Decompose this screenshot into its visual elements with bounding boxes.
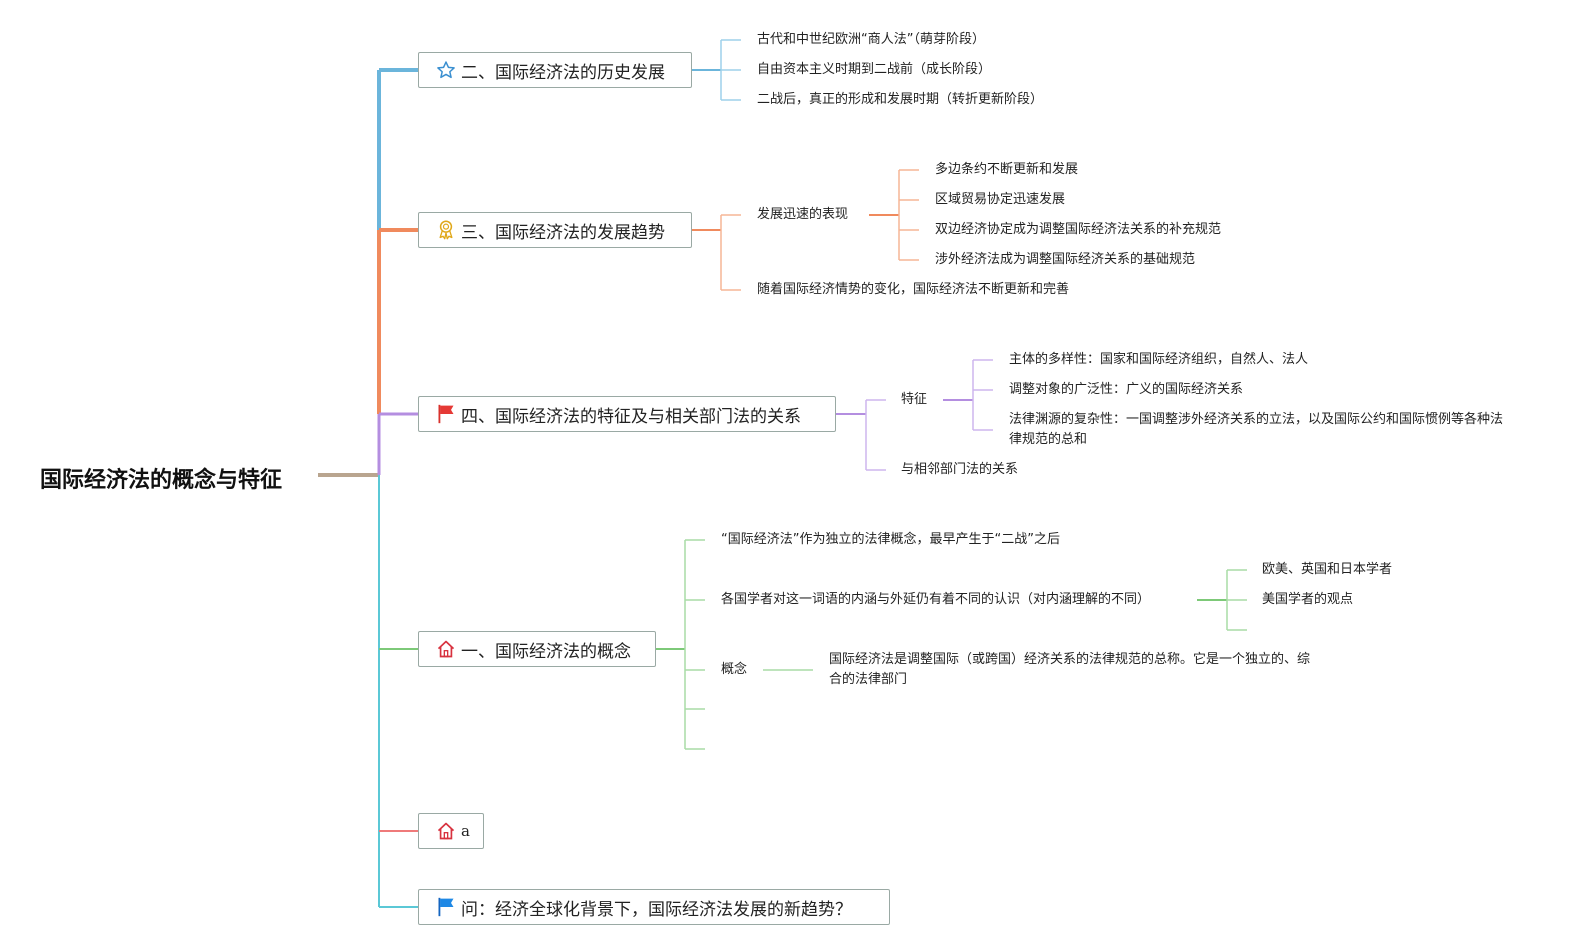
trend-sub-child-4[interactable]: 涉外经济法成为调整国际经济关系的基础规范 <box>935 252 1196 267</box>
topic-trend[interactable]: 三、国际经济法的发展趋势 <box>418 212 692 248</box>
feature-child-2[interactable]: 与相邻部门法的关系 <box>901 462 1019 477</box>
feature-sub-child-2[interactable]: 调整对象的广泛性：广义的国际经济关系 <box>1009 382 1244 397</box>
trend-sub-child-3[interactable]: 双边经济协定成为调整国际经济法关系的补充规范 <box>935 222 1222 237</box>
house-icon <box>435 638 457 660</box>
trend-sub-child-1[interactable]: 多边条约不断更新和发展 <box>935 162 1079 177</box>
concept-child-2[interactable]: 各国学者对这一词语的内涵与外延仍有着不同的认识（对内涵理解的不同） <box>721 592 1151 607</box>
trend-bracket <box>691 169 919 291</box>
topic-feature-label: 四、国际经济法的特征及与相关部门法的关系 <box>461 406 801 427</box>
topic-concept[interactable]: 一、国际经济法的概念 <box>418 631 656 667</box>
feature-sub-child-1[interactable]: 主体的多样性：国家和国际经济组织，自然人、法人 <box>1009 352 1309 367</box>
concept-child-1[interactable]: “国际经济法”作为独立的法律概念，最早产生于“二战”之后 <box>721 532 1060 547</box>
topic-concept-label: 一、国际经济法的概念 <box>461 641 631 662</box>
topic-history[interactable]: 二、国际经济法的历史发展 <box>418 52 692 88</box>
history-child-1[interactable]: 古代和中世纪欧洲“商人法”（萌芽阶段） <box>757 32 985 47</box>
concept-child-2-sub-2[interactable]: 美国学者的观点 <box>1262 592 1354 607</box>
topic-a-label: a <box>461 822 470 840</box>
history-bracket <box>691 39 741 101</box>
ribbon-icon <box>435 219 457 241</box>
trend-sub-child-2[interactable]: 区域贸易协定迅速发展 <box>935 192 1066 207</box>
flag-red-icon <box>435 403 457 425</box>
topic-question[interactable]: 问：经济全球化背景下，国际经济法发展的新趋势？ <box>418 889 890 925</box>
concept-bracket <box>655 539 1247 750</box>
trend-child-2[interactable]: 随着国际经济情势的变化，国际经济法不断更新和完善 <box>757 282 1070 297</box>
feature-sub-child-3[interactable]: 法律渊源的复杂性：一国调整涉外经济关系的立法，以及国际公约和国际惯例等各种法律规… <box>1009 412 1504 447</box>
concept-child-3[interactable]: 概念 <box>721 662 748 677</box>
feature-bracket <box>836 359 993 471</box>
feature-sub-label[interactable]: 特征 <box>901 392 928 407</box>
concept-child-2-sub-1[interactable]: 欧美、英国和日本学者 <box>1262 562 1393 577</box>
topic-a[interactable]: a <box>418 813 484 849</box>
history-child-3[interactable]: 二战后，真正的形成和发展时期（转折更新阶段） <box>757 92 1044 107</box>
flag-blue-icon <box>435 896 457 918</box>
history-child-2[interactable]: 自由资本主义时期到二战前（成长阶段） <box>757 62 992 77</box>
trend-sub-label[interactable]: 发展迅速的表现 <box>757 207 849 222</box>
topic-feature[interactable]: 四、国际经济法的特征及与相关部门法的关系 <box>418 396 836 432</box>
topic-trend-label: 三、国际经济法的发展趋势 <box>461 222 665 243</box>
star-icon <box>435 59 457 81</box>
concept-definition[interactable]: 国际经济法是调整国际（或跨国）经济关系的法律规范的总称。它是一个独立的、综合的法… <box>829 652 1311 687</box>
root-topic[interactable]: 国际经济法的概念与特征 <box>40 468 283 493</box>
house-icon <box>435 820 457 842</box>
topic-question-label: 问：经济全球化背景下，国际经济法发展的新趋势？ <box>461 899 852 920</box>
topic-history-label: 二、国际经济法的历史发展 <box>461 62 665 83</box>
